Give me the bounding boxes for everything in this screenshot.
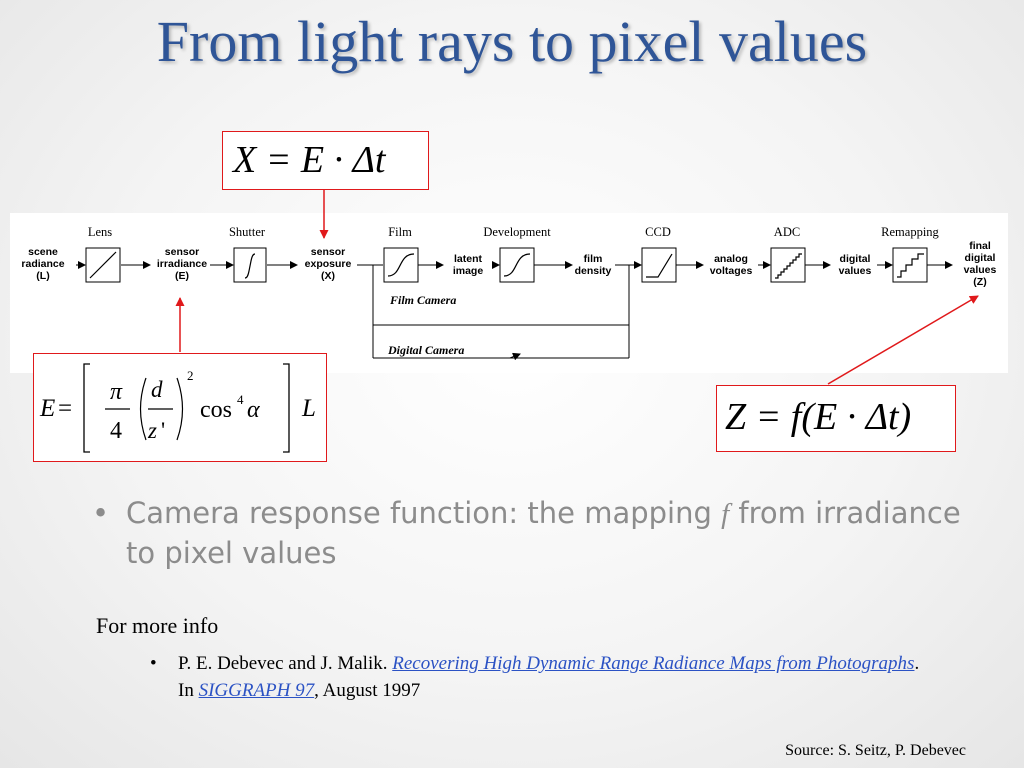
bullet-dot: • bbox=[92, 496, 110, 530]
stage-label-remapping: Remapping bbox=[881, 225, 939, 239]
stage-label-film: Film bbox=[388, 225, 412, 239]
source-credit: Source: S. Seitz, P. Debevec bbox=[785, 742, 966, 759]
stage-label-shutter: Shutter bbox=[229, 225, 266, 239]
svg-text:2: 2 bbox=[187, 368, 194, 383]
svg-text:': ' bbox=[161, 418, 165, 443]
reference-item: • P. E. Debevec and J. Malik. Recovering… bbox=[150, 650, 930, 704]
reference-authors: P. E. Debevec and J. Malik. bbox=[178, 653, 388, 674]
response-function-bullet: • Camera response function: the mapping … bbox=[92, 494, 972, 573]
bullet-text-before: Camera response function: the mapping bbox=[126, 496, 712, 530]
ccd-box bbox=[641, 247, 677, 283]
svg-text:=: = bbox=[58, 395, 72, 422]
bullet-symbol-f: f bbox=[721, 498, 730, 530]
svg-text:π: π bbox=[110, 379, 123, 405]
svg-text:4: 4 bbox=[237, 392, 244, 407]
more-info-heading: For more info bbox=[96, 613, 219, 638]
siggraph-link[interactable]: SIGGRAPH 97 bbox=[198, 680, 315, 701]
stage-label-ccd: CCD bbox=[645, 225, 671, 239]
stage-label-lens: Lens bbox=[88, 225, 112, 239]
exposure-equation: X = E · Δt bbox=[233, 139, 386, 181]
response-equation: Z = f(E · Δt) bbox=[725, 396, 912, 438]
reference-venue-prefix: . In bbox=[178, 653, 920, 701]
digital-camera-label: Digital Camera bbox=[387, 343, 464, 357]
paper-title-link[interactable]: Recovering High Dynamic Range Radiance M… bbox=[392, 653, 915, 674]
stage-label-development: Development bbox=[483, 225, 551, 239]
development-box bbox=[499, 247, 535, 283]
film-camera-label: Film Camera bbox=[389, 293, 456, 307]
svg-text:α: α bbox=[247, 397, 260, 423]
bullet-text-after: from irradiance to pixel values bbox=[126, 496, 961, 570]
stage-label-adc: ADC bbox=[774, 225, 800, 239]
svg-text:E: E bbox=[39, 395, 55, 422]
bullet-dot: • bbox=[150, 653, 157, 674]
svg-text:L: L bbox=[301, 395, 316, 422]
irradiance-equation: E = π 4 d z ' 2 cos 4 α L bbox=[39, 363, 316, 453]
svg-text:4: 4 bbox=[110, 418, 122, 444]
film-box bbox=[383, 247, 419, 283]
reference-date: , August 1997 bbox=[314, 680, 421, 701]
svg-text:d: d bbox=[151, 377, 163, 402]
irradiance-equation-box: E = π 4 d z ' 2 cos 4 α L bbox=[33, 353, 327, 462]
slide-title: From light rays to pixel values bbox=[156, 9, 868, 74]
exposure-equation-box: X = E · Δt bbox=[222, 131, 429, 190]
imaging-pipeline-diagram: Lens Shutter Film Development CCD ADC Re… bbox=[10, 213, 1008, 373]
svg-text:z: z bbox=[147, 418, 157, 443]
svg-text:cos: cos bbox=[200, 397, 232, 423]
adc-box bbox=[770, 247, 806, 283]
response-equation-box: Z = f(E · Δt) bbox=[716, 385, 956, 452]
